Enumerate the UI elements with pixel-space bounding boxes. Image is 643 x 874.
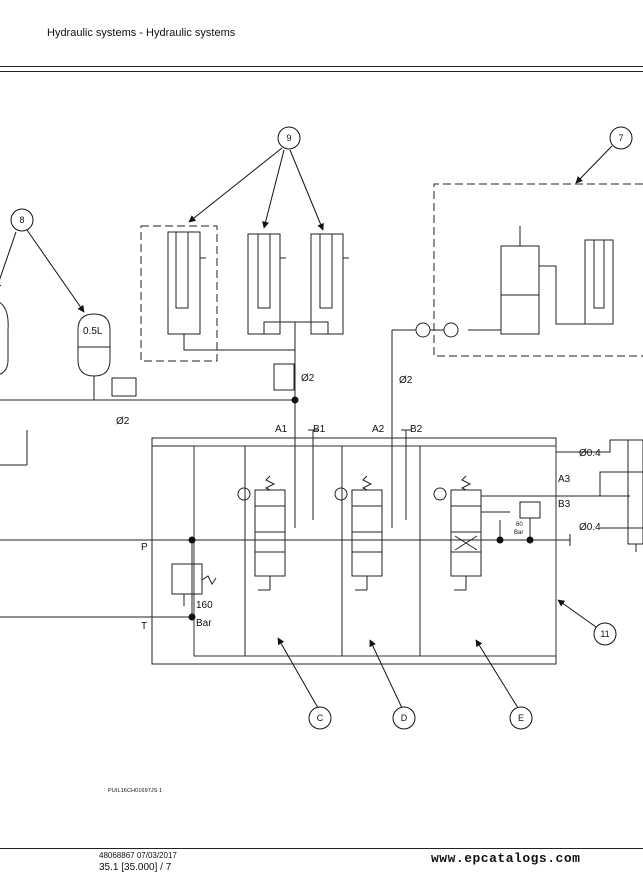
site-watermark[interactable]: www.epcatalogs.com [431,851,581,866]
cylinder-3 [310,233,344,335]
port-b2: B2 [410,424,423,435]
spool-valve-e [433,475,482,591]
line-p-label: P [141,542,148,553]
port-b1: B1 [313,424,326,435]
callout-11 [593,622,617,646]
relief-valve [171,563,203,595]
cylinder-group-box-2 [433,183,643,357]
orifice-label-top: Ø0.4 [579,448,601,459]
callout-9-label: 9 [286,133,291,143]
valve-block [151,437,557,665]
page-reference: 35.1 [35.000] / 7 [99,862,172,873]
cylinder-2 [247,233,281,335]
small-relief-pressure: 60 [516,522,523,528]
accumulator [77,313,111,377]
accumulator-volume: 0.5L [83,326,103,337]
small-relief-unit: Bar [514,530,523,536]
line-t-label: T [141,621,147,632]
cylinder-5 [584,239,614,325]
callout-8 [10,208,34,232]
cylinder-4 [500,245,540,335]
port-b3: B3 [558,499,571,510]
orifice-label-right: Ø2 [399,375,413,386]
callout-7-label: 7 [618,133,623,143]
spool-valve-d [334,475,383,591]
header-rule-thin [0,71,643,72]
orifice-label-bottom: Ø0.4 [579,522,601,533]
callout-d-label: D [401,713,408,723]
relief-pressure: 160 [196,600,213,611]
callout-8-label: 8 [19,215,24,225]
port-a2: A2 [372,424,385,435]
cylinder-1 [167,231,201,335]
drawing-code: PUIL16CH01697JS 1 [108,788,163,794]
callout-7 [609,126,633,150]
callout-9 [277,126,301,150]
relief-unit: Bar [196,618,212,629]
orifice-label-mid: Ø2 [301,373,315,384]
spool-valve-c [237,475,286,591]
callout-e [509,706,533,730]
orifice-label-left: Ø2 [116,416,130,427]
callout-11-label: 11 [600,629,609,639]
page-title: Hydraulic systems - Hydraulic systems [47,27,236,39]
cylinder-group-box [140,225,218,362]
port-a3: A3 [558,474,571,485]
document-reference: 48068867 07/03/2017 [99,851,177,860]
callout-e-label: E [518,713,524,723]
callout-c-label: C [317,713,324,723]
callout-c [308,706,332,730]
header-rule [0,66,643,67]
port-a1: A1 [275,424,288,435]
callout-d [392,706,416,730]
footer-rule [0,848,643,849]
